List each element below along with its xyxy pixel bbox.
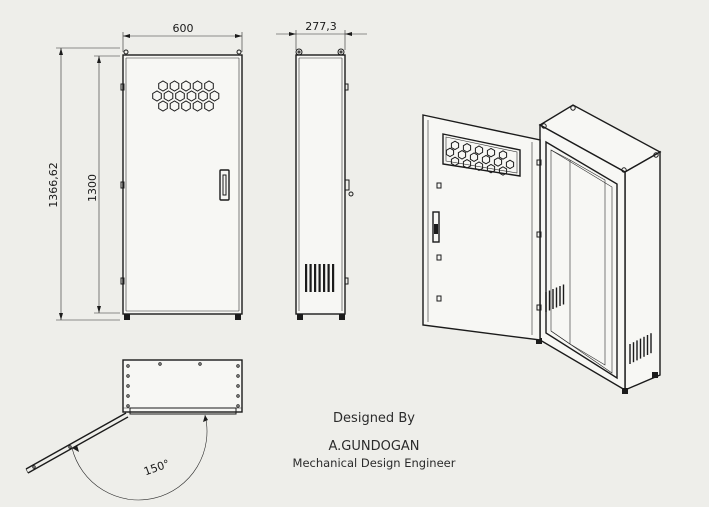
vent-hex <box>462 159 472 169</box>
louvre-slot <box>323 264 326 292</box>
vent-hex <box>181 80 191 92</box>
vent-hex <box>493 157 503 167</box>
front-width-dimension: 600 <box>122 22 243 52</box>
louvre-slot <box>314 264 317 292</box>
bolt-hole <box>236 404 240 408</box>
bolt-hole <box>126 374 130 378</box>
vent-hex <box>169 80 180 92</box>
vent-hex <box>505 159 515 170</box>
designer-role: Mechanical Design Engineer <box>293 456 456 470</box>
louvre-slot <box>318 264 321 292</box>
vent-hex <box>186 90 197 102</box>
front-vent-grid <box>152 80 220 112</box>
louvre-slot <box>332 264 335 292</box>
body-height-label: 1300 <box>86 174 99 202</box>
bolt-hole <box>236 374 240 378</box>
vent-hex <box>474 145 484 155</box>
overall-height-label: 1366,62 <box>47 162 60 208</box>
louvre-slot <box>327 264 330 292</box>
title-block: Designed By A.GUNDOGAN Mechanical Design… <box>293 411 456 470</box>
designer-name: A.GUNDOGAN <box>328 439 419 454</box>
vent-hex <box>204 100 214 112</box>
bolt-hole <box>236 364 240 368</box>
vent-hex <box>445 147 455 158</box>
vent-hex <box>474 161 484 171</box>
iso-door-vent-grid <box>445 140 515 176</box>
vent-hex <box>457 150 467 160</box>
vent-hex <box>450 140 460 151</box>
vent-hex <box>498 150 508 160</box>
vent-hex <box>486 147 496 158</box>
iso-door-louvres <box>545 284 565 312</box>
bolt-hole <box>198 362 202 366</box>
front-width-label: 600 <box>173 22 194 35</box>
top-view: 150° <box>25 359 243 501</box>
side-depth-dimension: 277,3 <box>276 20 367 50</box>
side-louvres <box>305 264 335 292</box>
vent-hex <box>498 166 508 176</box>
bolt-hole <box>158 362 162 366</box>
vent-hex <box>175 90 185 102</box>
bolt-hole <box>236 394 240 398</box>
bolt-hole <box>126 394 130 398</box>
vent-hex <box>192 80 203 92</box>
vent-hex <box>469 152 479 162</box>
louvre-slot <box>309 264 312 292</box>
vent-hex <box>169 100 180 112</box>
vent-hex <box>152 90 162 102</box>
iso-side-louvres <box>629 333 652 364</box>
vent-hex <box>209 90 220 102</box>
overall-height-dimension: 1366,62 <box>47 47 120 321</box>
bolt-hole <box>126 404 130 408</box>
body-height-dimension: 1300 <box>86 55 120 314</box>
louvre-slot <box>305 264 308 292</box>
bolt-hole <box>126 364 130 368</box>
vent-hex <box>486 163 496 174</box>
isometric-view <box>422 104 662 394</box>
vent-hex <box>481 154 491 165</box>
front-view <box>120 49 243 320</box>
vent-hex <box>163 90 174 102</box>
vent-hex <box>462 143 472 153</box>
vent-hex <box>192 100 203 112</box>
vent-hex <box>158 100 168 112</box>
door-angle-label: 150° <box>142 457 171 478</box>
vent-hex <box>204 80 214 92</box>
side-view <box>295 48 354 320</box>
bolt-hole <box>236 384 240 388</box>
bolt-hole <box>126 384 130 388</box>
vent-hex <box>198 90 208 102</box>
vent-hex <box>450 156 460 167</box>
vent-hex <box>181 100 191 112</box>
designed-by-label: Designed By <box>333 411 415 426</box>
side-depth-label: 277,3 <box>305 20 337 33</box>
vent-hex <box>158 80 168 92</box>
top-view-holes <box>126 362 240 408</box>
